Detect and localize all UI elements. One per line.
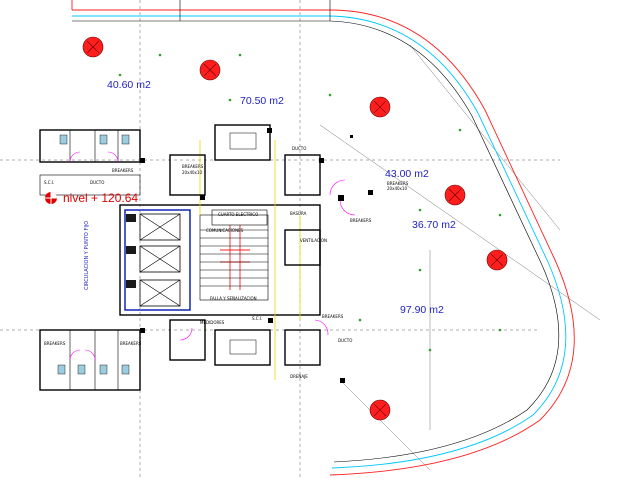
columns (140, 128, 373, 383)
detector-marker (486, 249, 508, 271)
label-cuarto-electrico: CUARTO ELECTRICO (218, 212, 258, 217)
label-basura: BASURA (290, 211, 307, 216)
area-label-3: 43.00 m2 (385, 168, 429, 180)
label-breakers-right: BREAKERS (387, 181, 409, 186)
detector-marker (369, 399, 391, 421)
label-breakers-bottom: BREAKERS (120, 341, 142, 346)
label-breakers-mid: BREAKERS (350, 218, 372, 223)
label-breakers-bottom-right: BREAKERS (322, 314, 344, 319)
label-senalizacion: FALLA Y SEÑALIZACION (210, 296, 257, 301)
label-breakers-core-left: BREAKERS (182, 164, 204, 169)
label-breakers-bottom-left: BREAKERS (44, 341, 66, 346)
core-annex: BREAKERS 20x40x10 DUCTO BREAKERS 20x40x1… (169, 124, 409, 379)
detector-marker (82, 36, 104, 58)
area-label-1: 40.60 m2 (107, 79, 151, 91)
curtain-wall (71, 0, 575, 476)
restroom-block-top: S.C.I. DUCTO BREAKERS (39, 129, 141, 196)
label-comunicaciones: COMUNICACIONES (206, 228, 244, 233)
label-drenaje: DRENAJE (290, 374, 308, 379)
label-breakers-size-core-left: 20x40x10 (182, 170, 202, 175)
label-sci-top: S.C.I. (44, 180, 54, 185)
sprinklers (118, 53, 502, 352)
label-breakers-top: BREAKERS (112, 168, 134, 173)
label-ducto-bottom: DUCTO (338, 338, 352, 343)
area-label-2: 70.50 m2 (240, 95, 284, 107)
label-sci-bottom: S.C.I. (252, 316, 262, 321)
detector-marker (444, 184, 466, 206)
label-ducto-top: DUCTO (90, 180, 104, 185)
level-marker: nivel + 120.64 (45, 191, 138, 205)
detector-marker (199, 59, 221, 81)
area-labels: 40.60 m2 70.50 m2 43.00 m2 36.70 m2 97.9… (107, 79, 456, 316)
label-ventilacion: VENTILACION (300, 238, 327, 243)
restroom-block-bottom: BREAKERS BREAKERS (39, 329, 142, 391)
label-ducto-core: DUCTO (292, 146, 306, 151)
label-breakers-size-right: 20x40x10 (387, 186, 407, 191)
label-circulation: CIRCULACION Y PUNTO FIJO (84, 221, 90, 290)
area-label-5: 97.90 m2 (400, 304, 444, 316)
level-label: nivel + 120.64 (63, 191, 138, 205)
detector-marker (369, 96, 391, 118)
label-medidores: MEDIDORES (200, 320, 225, 325)
area-label-4: 36.70 m2 (412, 219, 456, 231)
detector-markers (82, 36, 508, 421)
